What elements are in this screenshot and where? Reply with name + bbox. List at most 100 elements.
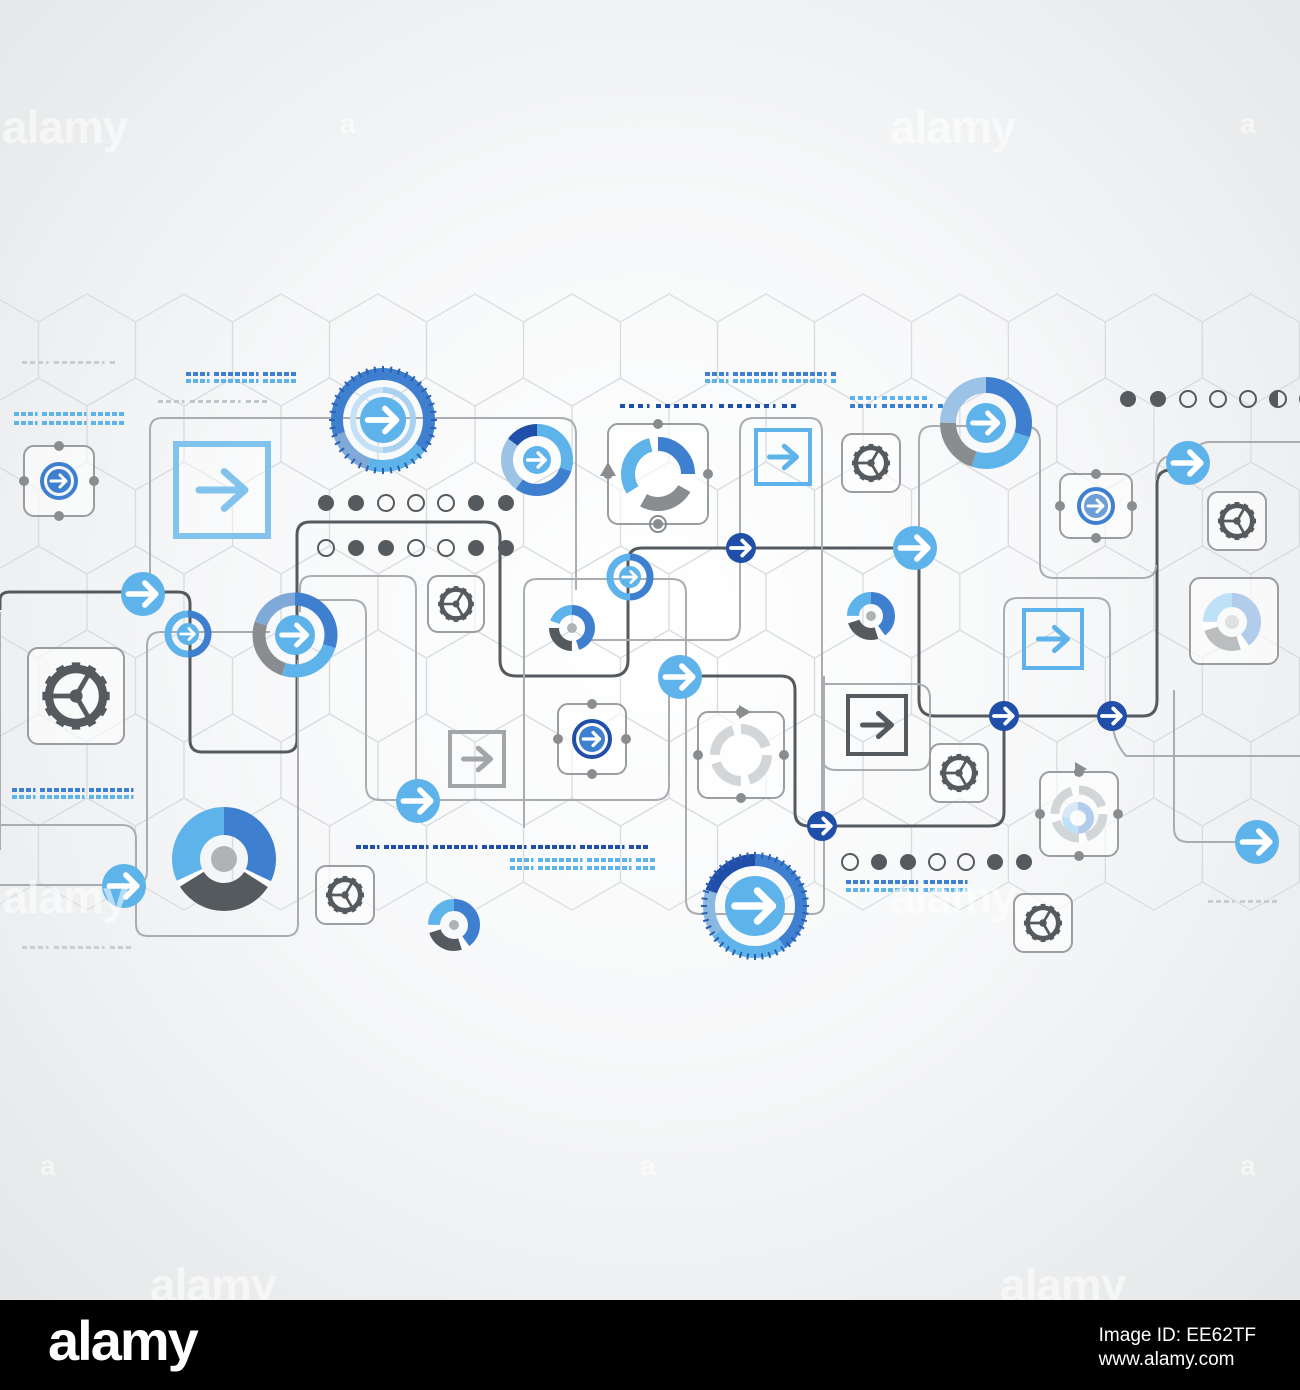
wire: [1173, 690, 1250, 843]
tick: [785, 941, 792, 948]
dash: [740, 372, 745, 376]
ring-gauge: [40, 462, 78, 500]
circuit-scene: [0, 293, 1300, 960]
dash: [538, 845, 543, 849]
dash: [874, 404, 877, 408]
dash: [902, 880, 907, 884]
dash: [98, 412, 103, 416]
gear-rim: [1025, 905, 1061, 941]
dash: [56, 421, 61, 425]
dash: [573, 858, 578, 862]
arrow-square-glyph: [860, 710, 894, 740]
dash: [419, 845, 424, 849]
tick: [800, 918, 808, 923]
wire: [523, 578, 825, 915]
ring-segment: [847, 592, 895, 640]
ring-gauge: [164, 610, 212, 658]
dash: [906, 404, 911, 408]
hexagon: [0, 803, 40, 905]
dash: [719, 372, 724, 376]
dash: [552, 866, 557, 870]
dash: [54, 361, 59, 364]
dash: [858, 396, 863, 400]
dash: [94, 361, 99, 364]
ring-segment: [549, 605, 595, 651]
dash: [930, 404, 933, 408]
dash: [866, 404, 871, 408]
dash: [853, 888, 858, 892]
dash: [186, 372, 191, 376]
connector-dot: [703, 469, 713, 479]
dash: [21, 412, 26, 416]
dash: [207, 379, 210, 383]
dash: [270, 379, 275, 383]
dash: [615, 866, 620, 870]
arrow-right-icon: [658, 655, 702, 699]
dash: [898, 396, 903, 400]
dash: [124, 788, 129, 792]
dash: [63, 421, 68, 425]
dash: [14, 412, 19, 416]
connector-dot: [621, 734, 631, 744]
ring-gauge: [350, 387, 416, 453]
tick: [329, 426, 336, 430]
gear-icon: [325, 875, 365, 915]
dash: [937, 888, 942, 892]
dash: [587, 845, 592, 849]
dash: [674, 404, 679, 408]
dash: [1224, 900, 1229, 903]
dash: [61, 788, 66, 792]
wire: [149, 417, 318, 590]
gear-rim: [941, 755, 977, 791]
dot-filled: [498, 540, 514, 556]
dash: [277, 372, 282, 376]
arrow-square-icon: [1022, 608, 1084, 670]
dash: [70, 421, 75, 425]
dash: [200, 379, 205, 383]
connector-dot: [1091, 469, 1101, 479]
arrow-right-icon: [275, 615, 315, 655]
hexagon: [1201, 293, 1300, 407]
dash-bar: [158, 400, 267, 403]
dash-bar: [12, 788, 134, 792]
dash: [46, 946, 49, 949]
hexagon: [1056, 545, 1155, 659]
dash: [566, 866, 571, 870]
dash: [249, 372, 254, 376]
wire: [918, 425, 996, 548]
dash: [38, 946, 43, 949]
tick: [738, 951, 743, 959]
connector-dot: [1074, 851, 1084, 861]
dash: [552, 845, 557, 849]
ring-segment: [1050, 785, 1108, 843]
ring-segment: [501, 424, 573, 496]
dash: [775, 372, 778, 376]
tick: [705, 925, 712, 930]
dash: [284, 379, 289, 383]
dash: [552, 858, 557, 862]
dot-empty: [841, 853, 859, 871]
ring-gauge: [703, 854, 807, 958]
dash: [643, 845, 648, 849]
dash: [705, 372, 710, 376]
tick: [790, 936, 797, 943]
gear-hub: [1039, 919, 1047, 927]
dash: [810, 372, 815, 376]
wire: [821, 683, 931, 771]
dash: [867, 888, 870, 892]
dash-bar: [22, 946, 131, 949]
tick: [396, 368, 401, 375]
donut-hub: [211, 846, 237, 872]
dash: [608, 845, 613, 849]
dash: [230, 400, 235, 403]
dash: [70, 412, 75, 416]
ring-segment: [350, 387, 416, 453]
connector-dot: [653, 419, 663, 429]
ring-segment: [703, 854, 807, 958]
tick: [802, 911, 809, 915]
dash: [746, 404, 751, 408]
dash: [103, 795, 108, 799]
dash: [105, 412, 110, 416]
tick: [702, 918, 710, 923]
hexagon: [1250, 713, 1300, 827]
